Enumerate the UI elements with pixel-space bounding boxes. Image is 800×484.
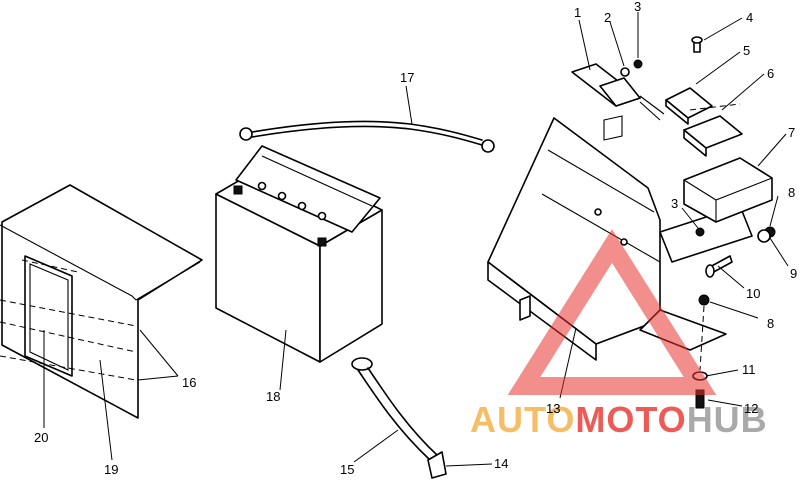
leader-lines — [43, 12, 789, 467]
callout-5: 5 — [743, 43, 750, 58]
callout-3-lower: 3 — [671, 196, 678, 211]
watermark-moto: MOTO — [575, 399, 686, 440]
starter-relay — [571, 59, 665, 141]
callout-17: 17 — [400, 70, 414, 85]
callout-11: 11 — [742, 362, 756, 377]
relay-bracket — [665, 87, 741, 125]
watermark-auto: AUTO — [470, 399, 575, 440]
callout-8: 8 — [788, 185, 795, 200]
callout-1: 1 — [574, 5, 581, 20]
callout-10: 10 — [746, 286, 760, 301]
ground-cable — [239, 120, 495, 153]
callout-13: 13 — [546, 401, 560, 416]
watermark-triangle — [507, 229, 717, 395]
callout-18: 18 — [266, 389, 280, 404]
callout-16: 16 — [182, 375, 196, 390]
battery-cover — [0, 184, 203, 419]
cover-panel — [24, 255, 73, 377]
vent-tube — [351, 357, 447, 479]
callout-3: 3 — [634, 0, 641, 14]
callout-15: 15 — [340, 462, 354, 477]
watermark-hub: HUB — [687, 399, 768, 440]
svg-text:AUTOMOTOHUB: AUTOMOTOHUB — [470, 399, 768, 440]
callout-19: 19 — [104, 462, 118, 477]
callout-7: 7 — [788, 125, 795, 140]
callout-2: 2 — [604, 10, 611, 25]
callout-9: 9 — [790, 266, 797, 281]
callout-20: 20 — [34, 430, 48, 445]
relay-mount — [683, 115, 743, 157]
watermark: AUTOMOTOHUB — [470, 229, 768, 440]
callout-6: 6 — [767, 66, 774, 81]
callout-4: 4 — [746, 10, 753, 25]
callout-14: 14 — [494, 456, 508, 471]
callouts: 1 2 3 4 5 6 7 3 8 9 10 8 11 12 13 14 15 … — [34, 0, 797, 477]
battery — [215, 145, 383, 363]
relay-cover — [683, 157, 773, 223]
callout-8-lower: 8 — [767, 316, 774, 331]
callout-12: 12 — [744, 401, 758, 416]
battery-box — [487, 117, 753, 361]
